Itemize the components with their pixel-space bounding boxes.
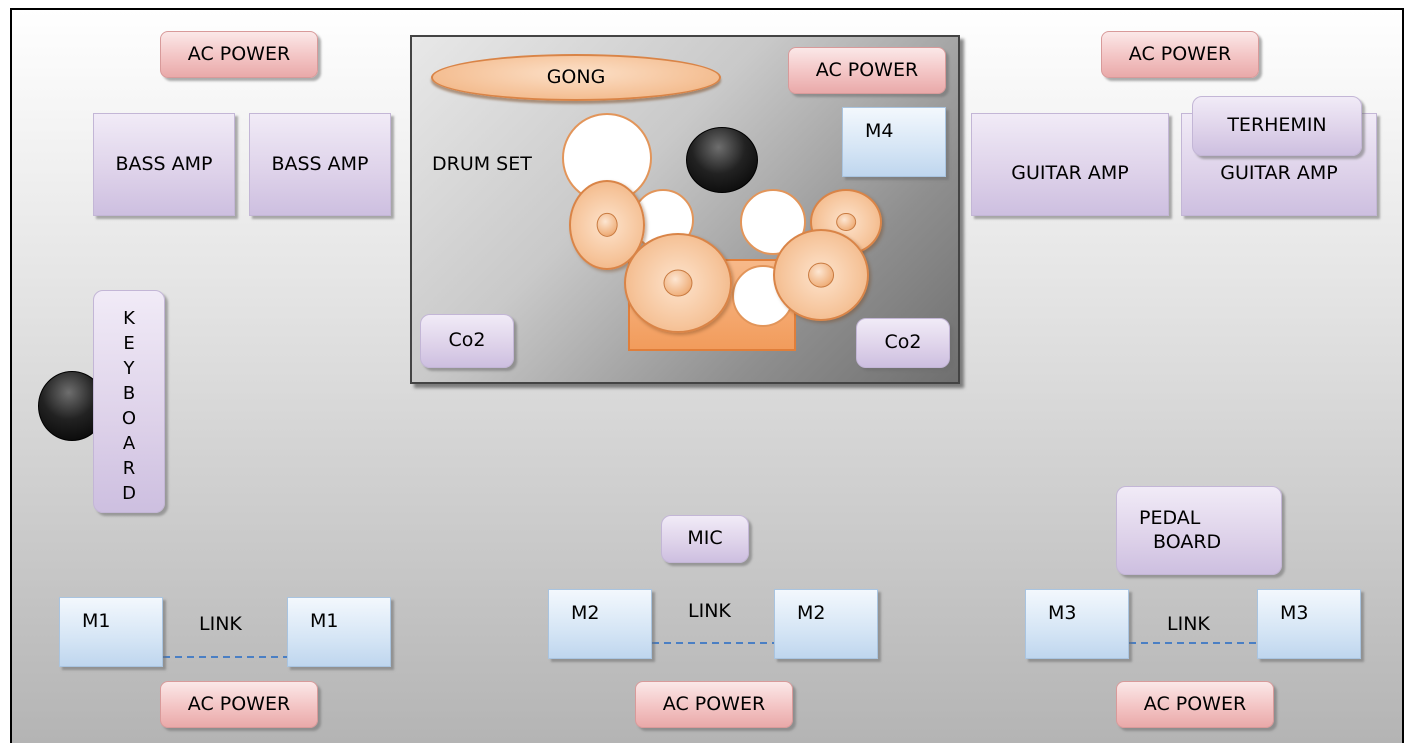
ac-power-bottom-left: AC POWER <box>160 681 318 728</box>
monitor-m2-left: M2 <box>548 589 652 659</box>
drum-set-label: DRUM SET <box>432 153 532 175</box>
monitor-label: M2 <box>571 602 600 624</box>
co2-left: Co2 <box>420 314 514 368</box>
ac-power-label: AC POWER <box>187 42 291 65</box>
keyboard: K E Y B O A R D <box>93 290 165 513</box>
mic-label: MIC <box>687 527 723 550</box>
gong: GONG <box>431 54 721 101</box>
cymbal-left <box>569 180 645 270</box>
bass-amp-label: BASS AMP <box>271 152 369 175</box>
link-label-m1: LINK <box>199 613 242 635</box>
stage-plot: AC POWER BASS AMP BASS AMP GONG AC POWER… <box>10 8 1404 743</box>
monitor-m1-right: M1 <box>287 597 391 667</box>
ac-power-drums: AC POWER <box>788 47 946 94</box>
bass-amp-2: BASS AMP <box>249 113 391 216</box>
ac-power-bottom-center: AC POWER <box>635 681 793 728</box>
ac-power-label: AC POWER <box>1128 42 1232 65</box>
keyboard-letter: O <box>121 407 137 429</box>
ac-power-top-left: AC POWER <box>160 31 318 78</box>
link-label-m2: LINK <box>688 600 731 622</box>
co2-right: Co2 <box>856 318 950 368</box>
monitor-label: M2 <box>797 602 826 624</box>
guitar-amp-1: GUITAR AMP <box>971 113 1169 216</box>
monitor-m3-left: M3 <box>1025 589 1129 659</box>
monitor-m2-right: M2 <box>774 589 878 659</box>
ac-power-label: AC POWER <box>1143 692 1247 715</box>
keyboard-letter: D <box>122 482 136 504</box>
ac-power-label: AC POWER <box>662 692 766 715</box>
link-label-m3: LINK <box>1167 613 1210 635</box>
pedal-board: PEDAL BOARD <box>1116 486 1282 575</box>
keyboard-letter: A <box>122 432 136 454</box>
co2-label: Co2 <box>884 331 922 354</box>
ac-power-top-right: AC POWER <box>1101 31 1259 78</box>
guitar-amp-label: GUITAR AMP <box>1220 161 1338 184</box>
terhemin: TERHEMIN <box>1192 96 1362 156</box>
drum-throne <box>686 127 758 193</box>
keyboard-letter: K <box>123 307 135 329</box>
monitor-label: M3 <box>1048 602 1077 624</box>
terhemin-label: TERHEMIN <box>1227 114 1327 137</box>
gong-label: GONG <box>546 65 606 88</box>
drum-riser-area: GONG AC POWER M4 DRUM SET Co2 Co2 <box>410 35 960 384</box>
pedal-board-label-line1: PEDAL <box>1139 506 1201 529</box>
cymbal-right <box>773 229 869 321</box>
keyboard-letter: E <box>123 332 135 354</box>
ac-power-label: AC POWER <box>187 692 291 715</box>
cymbal-center <box>624 233 732 333</box>
monitor-label: M1 <box>310 610 339 632</box>
ac-power-label: AC POWER <box>815 58 919 81</box>
monitor-label: M3 <box>1280 602 1309 624</box>
pedal-board-label-line2: BOARD <box>1153 530 1222 553</box>
co2-label: Co2 <box>448 329 486 352</box>
bass-amp-label: BASS AMP <box>115 152 213 175</box>
monitor-m1-left: M1 <box>59 597 163 667</box>
ac-power-bottom-right: AC POWER <box>1116 681 1274 728</box>
keyboard-letter: B <box>122 382 136 404</box>
guitar-amp-label: GUITAR AMP <box>1011 161 1129 184</box>
mic: MIC <box>661 515 749 563</box>
monitor-label: M4 <box>865 120 894 142</box>
monitor-m3-right: M3 <box>1257 589 1361 659</box>
monitor-label: M1 <box>82 610 111 632</box>
link-lines <box>163 642 1257 658</box>
bass-amp-1: BASS AMP <box>93 113 235 216</box>
monitor-m4: M4 <box>842 107 946 177</box>
keyboard-letter: R <box>122 457 136 479</box>
keyboard-letter: Y <box>123 357 135 379</box>
